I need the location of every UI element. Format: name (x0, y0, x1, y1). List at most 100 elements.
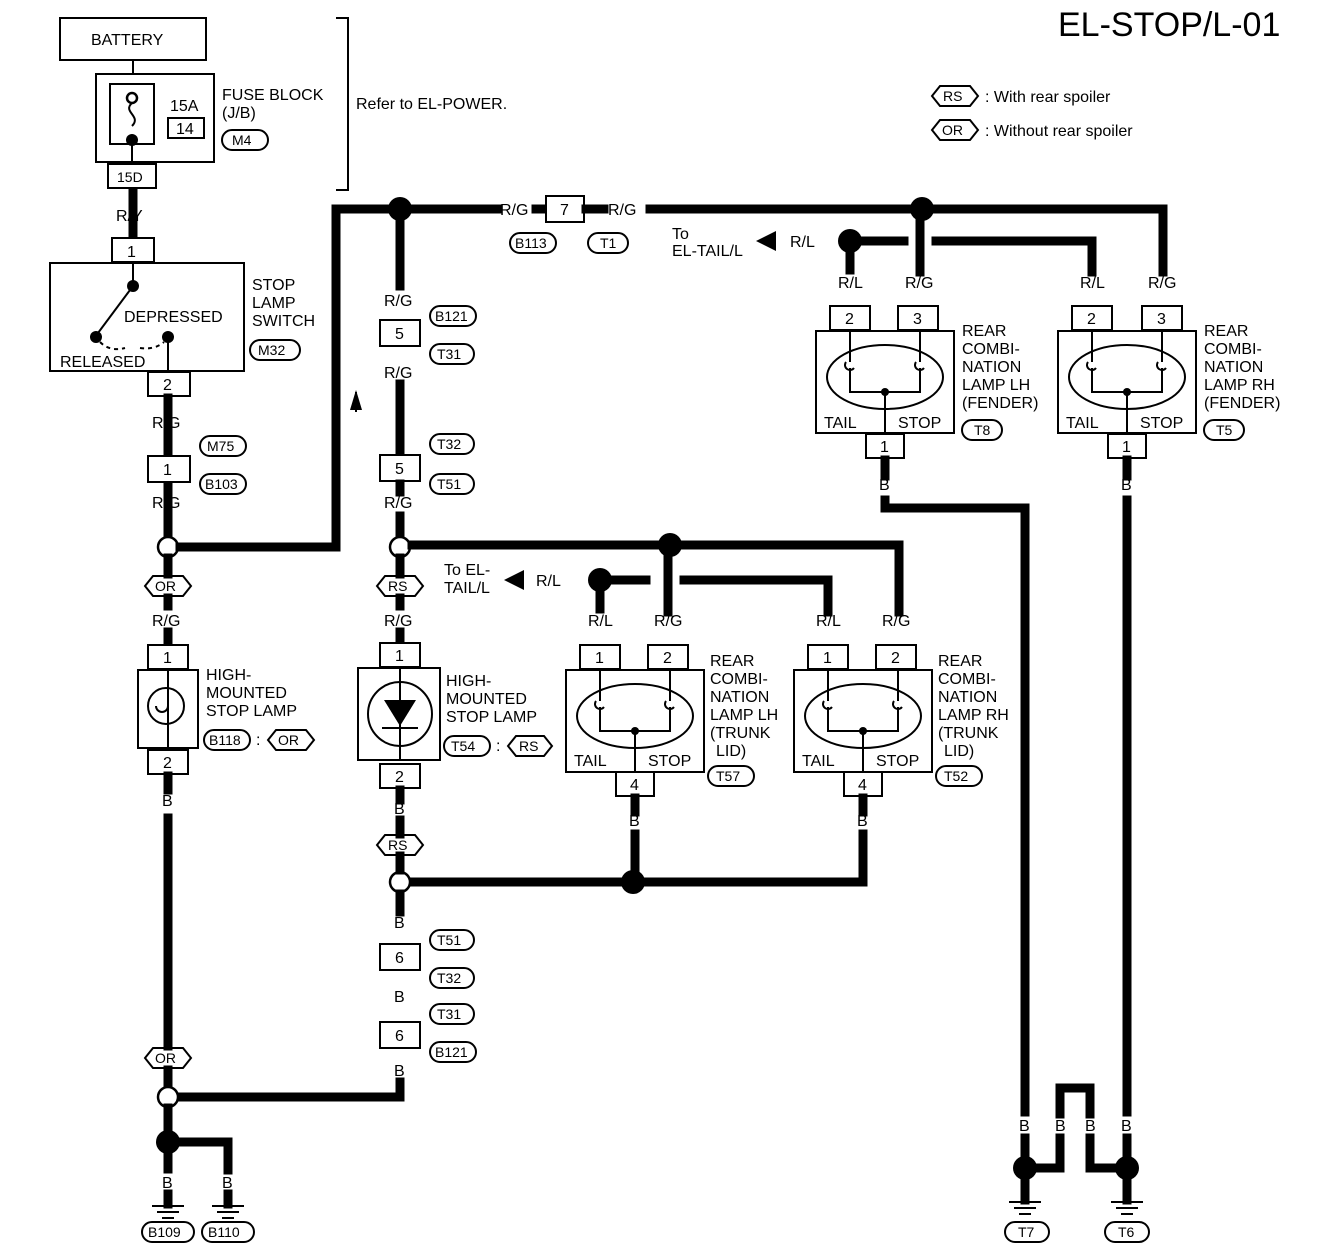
fuse-connector: M4 (232, 132, 252, 148)
wire-label: B (394, 989, 405, 1006)
svg-text:1: 1 (1122, 439, 1131, 456)
svg-text:T6: T6 (1118, 1224, 1135, 1240)
svg-text:REAR: REAR (962, 323, 1006, 340)
svg-text:REAR: REAR (1204, 323, 1248, 340)
tail-label: TAIL (824, 415, 857, 432)
connector-m75: M75 (207, 438, 234, 454)
pin-label: 5 (395, 461, 404, 478)
connector-b118: B118 (209, 732, 241, 748)
ground-b109: B109 (141, 1189, 195, 1243)
fuse-block-label-1: FUSE BLOCK (222, 87, 324, 104)
junction (388, 197, 412, 221)
svg-text:COMBI-: COMBI- (710, 671, 768, 688)
wire-label: R/G (384, 365, 412, 382)
svg-text:2: 2 (1087, 311, 1096, 328)
svg-text:2: 2 (845, 311, 854, 328)
or-tag: OR (155, 1050, 176, 1066)
svg-text:HIGH-: HIGH- (446, 673, 491, 690)
svg-text:1: 1 (395, 648, 404, 665)
wire-label: B (394, 1063, 405, 1080)
wire-label: B (1085, 1118, 1096, 1135)
wire-label: B (629, 813, 640, 830)
wire-label: R/G (384, 613, 412, 630)
stop-label: STOP (898, 415, 941, 432)
svg-text:1: 1 (880, 439, 889, 456)
legend-or-text: : Without rear spoiler (985, 123, 1133, 140)
wire-label: B (1055, 1118, 1066, 1135)
tail-label: TAIL (574, 753, 607, 770)
junction (838, 229, 862, 253)
svg-text:B110: B110 (208, 1224, 240, 1240)
connector-t51: T51 (437, 932, 461, 948)
wire-label: R/G (152, 415, 180, 432)
connector-t1: T1 (600, 235, 617, 251)
legend-rs-tag: RS (943, 88, 962, 104)
fuse-amperage: 15A (170, 98, 199, 115)
svg-text:LAMP LH: LAMP LH (962, 377, 1030, 394)
wire-label: R/G (500, 202, 528, 219)
wire-label: R/G (1148, 275, 1176, 292)
wire-label: R/G (384, 293, 412, 310)
connector-b121: B121 (435, 1044, 468, 1060)
or-tag: OR (278, 732, 299, 748)
splice (388, 870, 412, 894)
stop-label: STOP (648, 753, 691, 770)
stop-lamp-switch: 1 DEPRESSED RELEASED 2 STOP LAMP SWITCH … (49, 237, 315, 397)
switch-label-1: STOP (252, 277, 295, 294)
wire-label: R/L (816, 613, 841, 630)
svg-text:(TRUNK: (TRUNK (938, 725, 999, 742)
wire-label: B (222, 1175, 233, 1192)
wire-label: R/G (384, 495, 412, 512)
svg-text::: : (256, 732, 260, 749)
wire-label: R/G (152, 495, 180, 512)
legend: RS : With rear spoiler OR : Without rear… (930, 85, 1133, 141)
connector-t8: T8 (974, 422, 991, 438)
fuse-block: 15A 14 FUSE BLOCK (J/B) M4 (95, 73, 324, 163)
pin-label: 5 (395, 326, 404, 343)
ground-t7: T7 (1004, 1175, 1050, 1243)
wire-label: B (857, 813, 868, 830)
connector-b113: B113 (515, 235, 547, 251)
wire-label: R/G (608, 202, 636, 219)
rs-tag: RS (388, 578, 407, 594)
pin-label: 7 (560, 202, 569, 219)
legend-or-tag: OR (942, 122, 963, 138)
svg-text:BATTERY: BATTERY (91, 32, 164, 49)
wire-label: R/G (152, 613, 180, 630)
ground-t6: T6 (1104, 1175, 1150, 1243)
connector-b121: B121 (435, 308, 468, 324)
svg-text:4: 4 (630, 777, 639, 794)
wire-label: R/G (882, 613, 910, 630)
svg-text:NATION: NATION (962, 359, 1021, 376)
connector-t52: T52 (944, 768, 968, 784)
svg-text:(TRUNK: (TRUNK (710, 725, 771, 742)
rear-combination-lamp-rh-trunk: 1 2 TAIL STOP 4 REAR COMBI- NATION LAMP … (793, 644, 1009, 797)
stop-label: STOP (1140, 415, 1183, 432)
svg-text:2: 2 (663, 650, 672, 667)
svg-text:COMBI-: COMBI- (962, 341, 1020, 358)
svg-text:3: 3 (1157, 311, 1166, 328)
svg-text:2: 2 (395, 769, 404, 786)
svg-text:MOUNTED: MOUNTED (446, 691, 527, 708)
wire-label: R/L (1080, 275, 1105, 292)
switch-released-label: RELEASED (60, 354, 145, 371)
junction (658, 533, 682, 557)
wire-label: B (879, 477, 890, 494)
battery: BATTERY (59, 17, 207, 61)
wire-label: R/G (654, 613, 682, 630)
high-mounted-stop-lamp-or: 1 2 HIGH- MOUNTED STOP LAMP B118 : OR (137, 644, 316, 775)
rs-tag: RS (519, 738, 538, 754)
fuse-block-label-2: (J/B) (222, 105, 256, 122)
rear-combination-lamp-lh-trunk: 1 2 TAIL STOP 4 REAR COMBI- NATION LAMP … (565, 644, 778, 797)
junction (156, 1130, 180, 1154)
junction (588, 568, 612, 592)
tail-label: TAIL (802, 753, 835, 770)
svg-text:STOP LAMP: STOP LAMP (446, 709, 537, 726)
switch-label-2: LAMP (252, 295, 296, 312)
connector-t54: T54 (451, 738, 475, 754)
rear-combination-lamp-rh-fender: 2 3 TAIL STOP 1 REAR COMBI- NATION LAMP … (1057, 305, 1280, 459)
svg-text:LAMP LH: LAMP LH (710, 707, 778, 724)
switch-label-3: SWITCH (252, 313, 315, 330)
wire-label: B (162, 1175, 173, 1192)
